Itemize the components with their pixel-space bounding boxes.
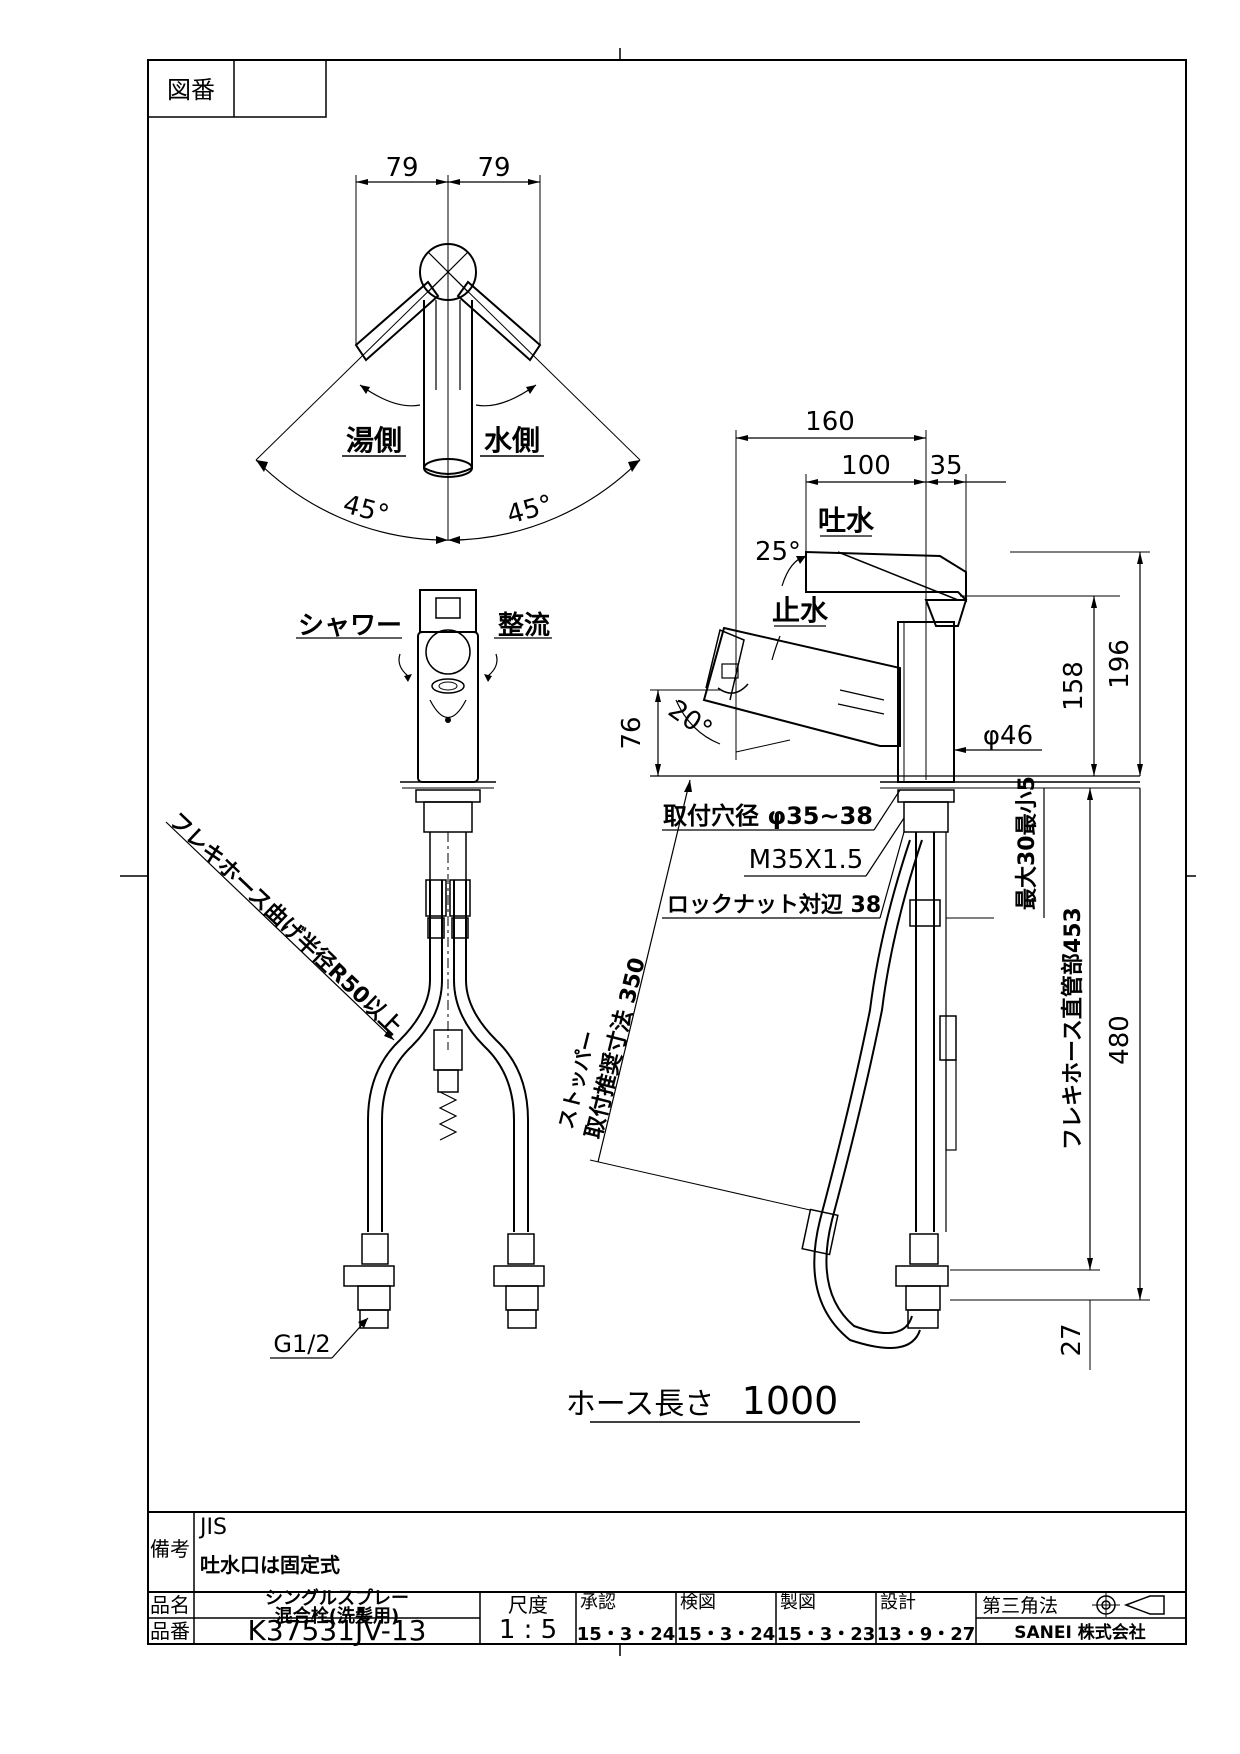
stop-label: 止水 [772, 594, 829, 627]
design-label: 設計 [880, 1592, 916, 1613]
hose-bend-label: フレキホース曲げ半径R50以上 [164, 807, 407, 1040]
g-thread-label: G1/2 [273, 1330, 330, 1358]
title-block: 備考 JIS 吐水口は固定式 品名 シングルスプレー 混合栓(洗髪用) 品番 K… [148, 1511, 1186, 1647]
approved-date: 15・3・24 [577, 1624, 676, 1645]
top-dim-left: 79 [385, 153, 418, 183]
hose-length-label: ホース長さ [566, 1387, 715, 1422]
product-number-value: K37531JV-13 [248, 1614, 427, 1647]
shower-label: シャワー [298, 611, 402, 641]
top-dim-right: 79 [477, 153, 510, 183]
shank-thread-label: M35X1.5 [749, 845, 864, 875]
checked-label: 検図 [680, 1592, 716, 1613]
side-view: 160 100 35 吐水 25° 止水 [554, 407, 1150, 1423]
remarks-label: 備考 [150, 1537, 190, 1561]
design-date: 13・9・27 [877, 1624, 976, 1645]
remarks-line2: 吐水口は固定式 [200, 1553, 340, 1577]
locknut-label: ロックナット対辺 38 [667, 893, 881, 918]
company-name: SANEI 株式会社 [1014, 1622, 1145, 1643]
top-view: 79 79 湯側 水側 45° 45° [255, 153, 641, 544]
dim-480: 480 [1105, 1015, 1135, 1065]
angle-25-label: 25° [755, 537, 801, 567]
product-name-line1: シングルスプレー [265, 1587, 409, 1609]
hose-length-value: 1000 [742, 1379, 839, 1423]
drawing-number-box: 図番 [147, 59, 327, 118]
dim-100: 100 [841, 451, 891, 481]
spout-label: 吐水 [818, 504, 875, 537]
dia-46-label: φ46 [983, 721, 1033, 751]
hot-side-label: 湯側 [346, 424, 402, 457]
drawing-number-label: 図番 [167, 76, 215, 104]
scale-label: 尺度 [508, 1593, 548, 1617]
drawn-date: 15・3・23 [777, 1624, 876, 1645]
drawing-frame [120, 48, 1196, 1656]
angle-left-label: 45° [340, 490, 392, 531]
dim-35: 35 [929, 451, 962, 481]
front-view: シャワー 整流 [164, 589, 552, 1359]
remarks-line1: JIS [198, 1515, 227, 1540]
mounting-hole-label: 取付穴径 φ35~38 [663, 802, 873, 830]
dim-76: 76 [617, 716, 647, 749]
checked-date: 15・3・24 [677, 1624, 776, 1645]
third-angle-projection-icon [1092, 1593, 1165, 1617]
straight-flow-label: 整流 [498, 610, 550, 641]
scale-value: 1 : 5 [499, 1615, 557, 1645]
flex-hose-label: フレキホース直管部453 [1060, 907, 1086, 1150]
product-name-label: 品名 [150, 1593, 190, 1617]
projection-label: 第三角法 [982, 1595, 1058, 1617]
dim-27: 27 [1057, 1323, 1087, 1356]
cold-side-label: 水側 [484, 424, 540, 457]
angle-right-label: 45° [504, 490, 556, 531]
drawn-label: 製図 [780, 1592, 816, 1613]
approved-label: 承認 [580, 1592, 616, 1613]
dim-158: 158 [1059, 661, 1089, 711]
dim-196: 196 [1105, 639, 1135, 689]
product-number-label: 品番 [150, 1619, 190, 1643]
dim-160: 160 [805, 407, 855, 437]
product-name-line2: 混合栓(洗髪用) [275, 1605, 399, 1627]
counter-thickness-label: 最大30最小5 [1015, 776, 1040, 910]
